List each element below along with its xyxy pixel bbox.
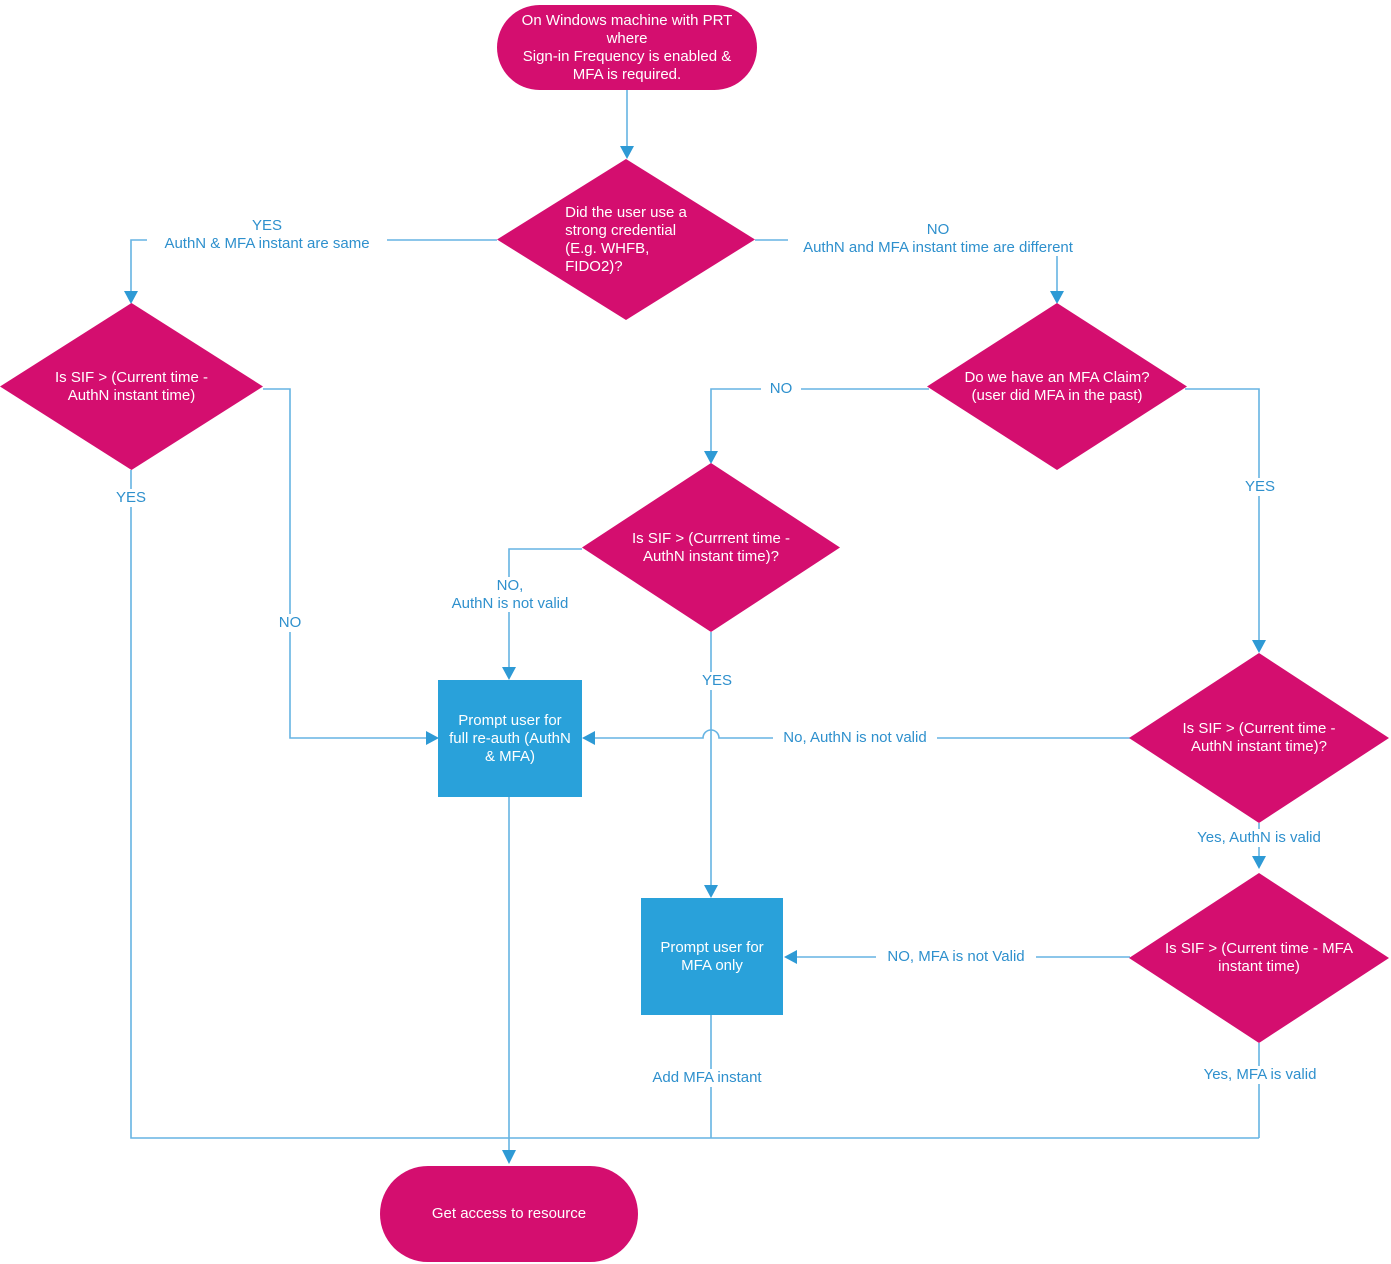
node-end-terminator: Get access to resource bbox=[380, 1166, 638, 1262]
node-full-reauth-label: Prompt user for full re-auth (AuthN & MF… bbox=[449, 711, 571, 765]
node-sif-mfa-label: Is SIF > (Current time - MFA instant tim… bbox=[1165, 940, 1353, 975]
node-start-terminator: On Windows machine with PRT where Sign-i… bbox=[497, 5, 757, 90]
node-strong-credential-label: Did the user use a strong credential (E.… bbox=[565, 203, 687, 275]
node-mfa-claim-label: Do we have an MFA Claim? (user did MFA i… bbox=[964, 368, 1150, 404]
node-mfa-only-label: Prompt user for MFA only bbox=[660, 938, 764, 974]
node-process-full-reauth: Prompt user for full re-auth (AuthN & MF… bbox=[438, 680, 582, 797]
edge-label-left-no: NO bbox=[268, 614, 312, 632]
edge-label-credential-no: NO AuthN and MFA instant time are differ… bbox=[788, 221, 1088, 257]
node-start-label: On Windows machine with PRT where Sign-i… bbox=[521, 11, 733, 83]
node-sif-authn-left-label: Is SIF > (Current time - AuthN instant t… bbox=[55, 368, 208, 404]
edge-label-credential-yes: YES AuthN & MFA instant are same bbox=[147, 217, 387, 253]
edge-sif-right-no bbox=[582, 729, 1130, 745]
edge-label-mid-no: NO, AuthN is not valid bbox=[430, 577, 590, 613]
edge-to-end bbox=[502, 797, 516, 1164]
edge-label-claim-no: NO bbox=[761, 380, 801, 398]
edge-label-right-no: No, AuthN is not valid bbox=[773, 729, 937, 747]
edge-start-to-credential bbox=[620, 90, 634, 159]
edge-claim-no bbox=[704, 388, 929, 464]
edge-label-mfa-no: NO, MFA is not Valid bbox=[876, 948, 1036, 966]
edge-label-right-yes: Yes, AuthN is valid bbox=[1179, 829, 1339, 847]
edge-label-left-yes: YES bbox=[106, 489, 156, 507]
edge-label-add-mfa-instant: Add MFA instant bbox=[627, 1069, 787, 1087]
edge-label-mid-yes: YES bbox=[694, 672, 740, 690]
node-process-mfa-only: Prompt user for MFA only bbox=[641, 898, 783, 1015]
edge-claim-yes bbox=[1185, 388, 1266, 653]
edge-label-mfa-yes: Yes, MFA is valid bbox=[1180, 1066, 1340, 1084]
edge-sif-left-no bbox=[263, 388, 439, 745]
edge-sif-mid-no bbox=[502, 548, 582, 680]
node-end-label: Get access to resource bbox=[431, 1205, 587, 1222]
edge-label-claim-yes: YES bbox=[1237, 478, 1283, 496]
node-sif-authn-mid-label: Is SIF > (Currrent time - AuthN instant … bbox=[632, 529, 790, 565]
node-sif-authn-right-label: Is SIF > (Current time - AuthN instant t… bbox=[1182, 720, 1336, 755]
edge-sif-left-yes-to-bottom bbox=[130, 470, 1259, 1139]
